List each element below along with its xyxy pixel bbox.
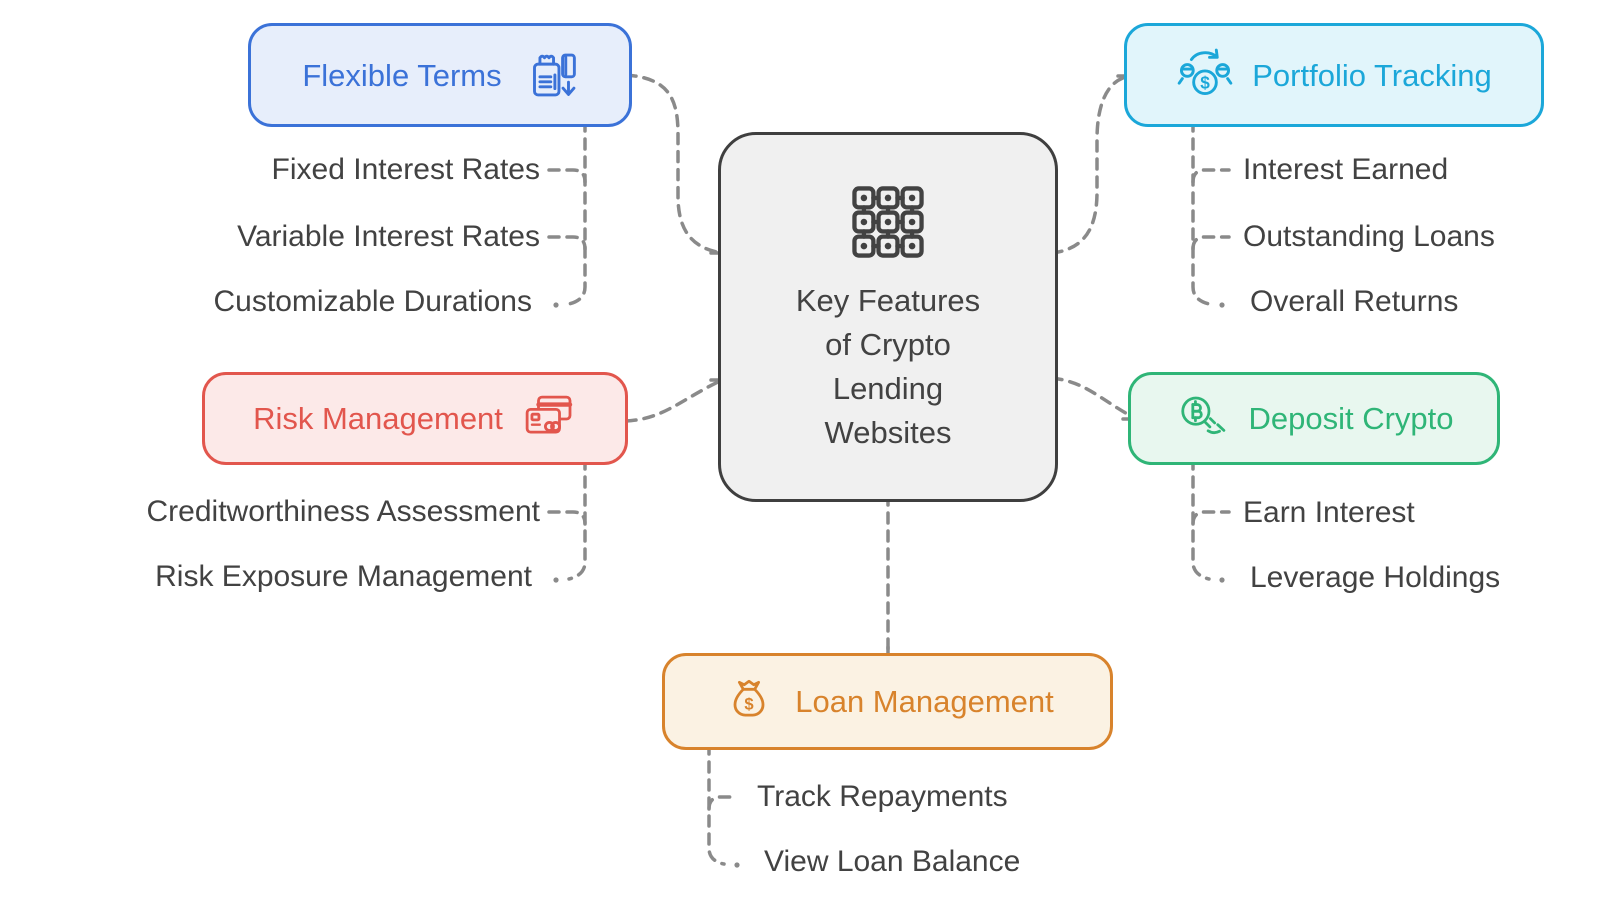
elbow-outstanding-loans (1191, 235, 1231, 251)
spine-deposit (1191, 457, 1211, 581)
spine-flexible (567, 119, 587, 306)
elbow-earn-interest (1191, 510, 1231, 526)
item-risk-exposure-management: Risk Exposure Management (155, 560, 532, 593)
elbow-fixed-interest (547, 168, 587, 184)
connector-center-to-deposit (1050, 376, 1138, 421)
connector-risk-to-center (624, 378, 724, 423)
node-flexible-terms-label: Flexible Terms (302, 57, 502, 93)
elbow-interest-earned (1191, 168, 1231, 184)
credit-cards-icon (521, 391, 577, 447)
item-leverage-holdings: Leverage Holdings (1250, 561, 1501, 594)
spine-loan (707, 742, 726, 866)
spine-portfolio (1191, 119, 1211, 306)
item-creditworthiness-assessment: Creditworthiness Assessment (146, 495, 541, 528)
node-portfolio-tracking-label: Portfolio Tracking (1252, 57, 1492, 93)
center-title-line: Websites (824, 415, 952, 450)
connector-center-to-portfolio (1050, 74, 1132, 255)
item-track-repayments: Track Repayments (757, 780, 1008, 813)
center-title-line: Key Features (795, 283, 981, 318)
elbow-track-repayments (707, 795, 736, 811)
svg-text:$: $ (745, 694, 754, 713)
item-interest-earned: Interest Earned (1243, 153, 1449, 186)
node-loan-management: $ Loan Management (662, 653, 1113, 750)
item-variable-interest-rates: Variable Interest Rates (237, 220, 540, 253)
svg-text:$: $ (1200, 73, 1210, 93)
center-title: Key Features of Crypto Lending Websites (796, 279, 980, 455)
elbow-variable-interest (547, 235, 587, 251)
item-view-loan-balance: View Loan Balance (764, 845, 1021, 878)
elbow-creditworthiness (547, 510, 587, 526)
node-flexible-terms: Flexible Terms (248, 23, 632, 127)
item-outstanding-loans: Outstanding Loans (1243, 220, 1495, 253)
coins-exchange-icon: $ (1176, 46, 1234, 104)
node-portfolio-tracking: $ Portfolio Tracking (1124, 23, 1544, 127)
item-earn-interest: Earn Interest (1243, 496, 1415, 529)
spine-risk (567, 457, 587, 581)
item-fixed-interest-rates: Fixed Interest Rates (271, 153, 540, 186)
center-title-line: of Crypto (825, 327, 951, 362)
hand-holding-bitcoin-icon (1174, 391, 1230, 447)
qr-grid-icon (845, 179, 931, 265)
item-overall-returns: Overall Returns (1250, 285, 1459, 318)
node-deposit-crypto: Deposit Crypto (1128, 372, 1500, 465)
center-title-line: Lending (832, 371, 944, 406)
connector-flexible-to-center (624, 73, 724, 255)
money-bag-icon: $ (721, 674, 777, 730)
node-loan-management-label: Loan Management (795, 684, 1054, 719)
center-node: Key Features of Crypto Lending Websites (718, 132, 1058, 502)
node-risk-management-label: Risk Management (253, 401, 503, 436)
node-risk-management: Risk Management (202, 372, 628, 465)
item-customizable-durations: Customizable Durations (213, 285, 532, 318)
spine-end-dots (553, 302, 1225, 868)
payment-terminal-card-icon (520, 46, 578, 104)
node-deposit-crypto-label: Deposit Crypto (1248, 401, 1454, 436)
